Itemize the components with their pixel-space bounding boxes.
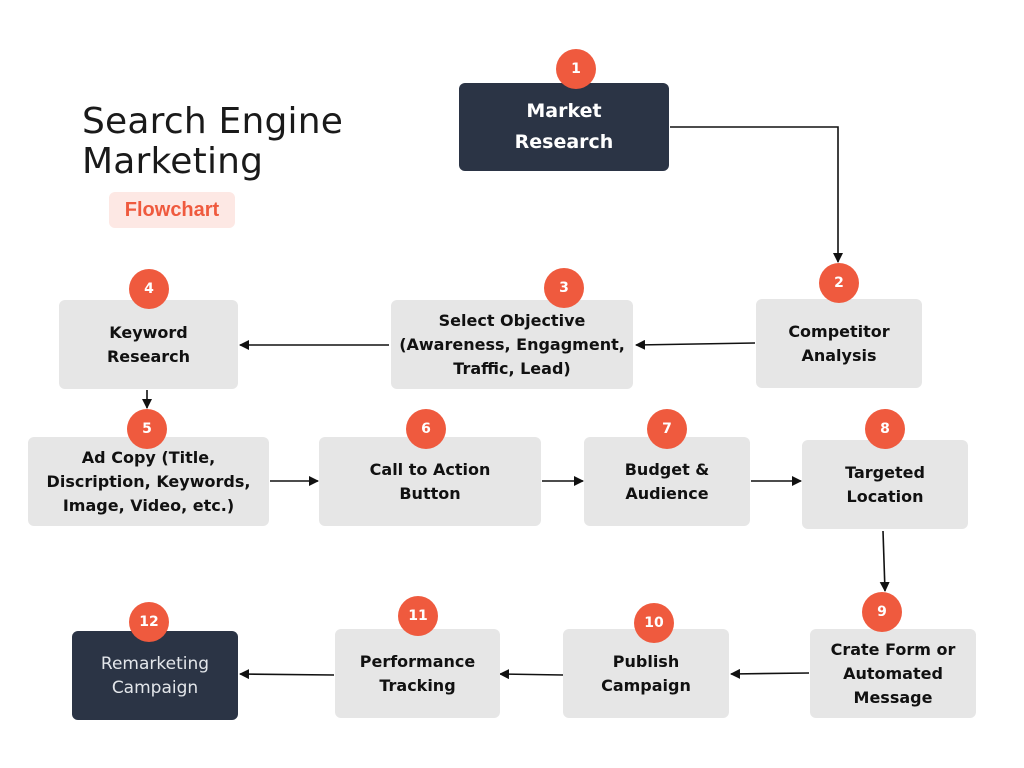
step-8-box[interactable]: Targeted Location bbox=[802, 440, 968, 529]
step-11-number: 11 bbox=[398, 596, 438, 636]
step-11-label: Performance Tracking bbox=[359, 651, 476, 695]
step-9-box[interactable]: Crate Form or Automated Message bbox=[810, 629, 976, 718]
step-3-label: Select Objective (Awareness, Engagment, … bbox=[399, 310, 625, 378]
step-6-number: 6 bbox=[406, 409, 446, 449]
arrow-1-to-2 bbox=[670, 126, 843, 263]
step-4-box[interactable]: Keyword Research bbox=[59, 300, 238, 389]
arrow-8-to-9 bbox=[879, 530, 890, 592]
step-8-label: Targeted Location bbox=[845, 462, 925, 506]
step-2-label: Competitor Analysis bbox=[788, 321, 890, 365]
step-1-label: Market Research bbox=[514, 100, 614, 153]
step-1-box[interactable]: Market Research bbox=[459, 83, 669, 171]
step-2-number: 2 bbox=[819, 263, 859, 303]
step-4-number: 4 bbox=[129, 269, 169, 309]
step-5-label: Ad Copy (Title, Discription, Keywords, I… bbox=[46, 447, 251, 515]
arrow-10-to-11 bbox=[499, 669, 564, 680]
step-6-label: Call to Action Button bbox=[369, 459, 491, 503]
step-1-number: 1 bbox=[556, 49, 596, 89]
arrow-11-to-12 bbox=[239, 669, 335, 680]
step-7-number: 7 bbox=[647, 409, 687, 449]
step-12-number: 12 bbox=[129, 602, 169, 642]
step-2-box[interactable]: Competitor Analysis bbox=[756, 299, 922, 388]
step-10-label: Publish Campaign bbox=[601, 651, 691, 695]
step-6-box[interactable]: Call to Action Button bbox=[319, 437, 541, 526]
step-3-box[interactable]: Select Objective (Awareness, Engagment, … bbox=[391, 300, 633, 389]
step-3-number: 3 bbox=[544, 268, 584, 308]
step-11-box[interactable]: Performance Tracking bbox=[335, 629, 500, 718]
step-7-label: Budget & Audience bbox=[624, 459, 710, 503]
page-title: Search Engine Marketing bbox=[82, 102, 343, 182]
step-9-label: Crate Form or Automated Message bbox=[830, 639, 956, 707]
arrow-9-to-10 bbox=[730, 668, 810, 679]
step-5-number: 5 bbox=[127, 409, 167, 449]
step-8-number: 8 bbox=[865, 409, 905, 449]
title-line-2: Marketing bbox=[82, 141, 264, 182]
step-9-number: 9 bbox=[862, 592, 902, 632]
step-10-box[interactable]: Publish Campaign bbox=[563, 629, 729, 718]
step-4-label: Keyword Research bbox=[106, 322, 191, 366]
step-12-box[interactable]: Remarketing Campaign bbox=[72, 631, 238, 720]
step-7-box[interactable]: Budget & Audience bbox=[584, 437, 750, 526]
step-12-label: Remarketing Campaign bbox=[100, 653, 210, 698]
flowchart-badge: Flowchart bbox=[109, 192, 235, 228]
step-5-box[interactable]: Ad Copy (Title, Discription, Keywords, I… bbox=[28, 437, 269, 526]
arrow-2-to-3 bbox=[635, 339, 756, 350]
title-line-1: Search Engine bbox=[82, 101, 344, 142]
step-10-number: 10 bbox=[634, 603, 674, 643]
